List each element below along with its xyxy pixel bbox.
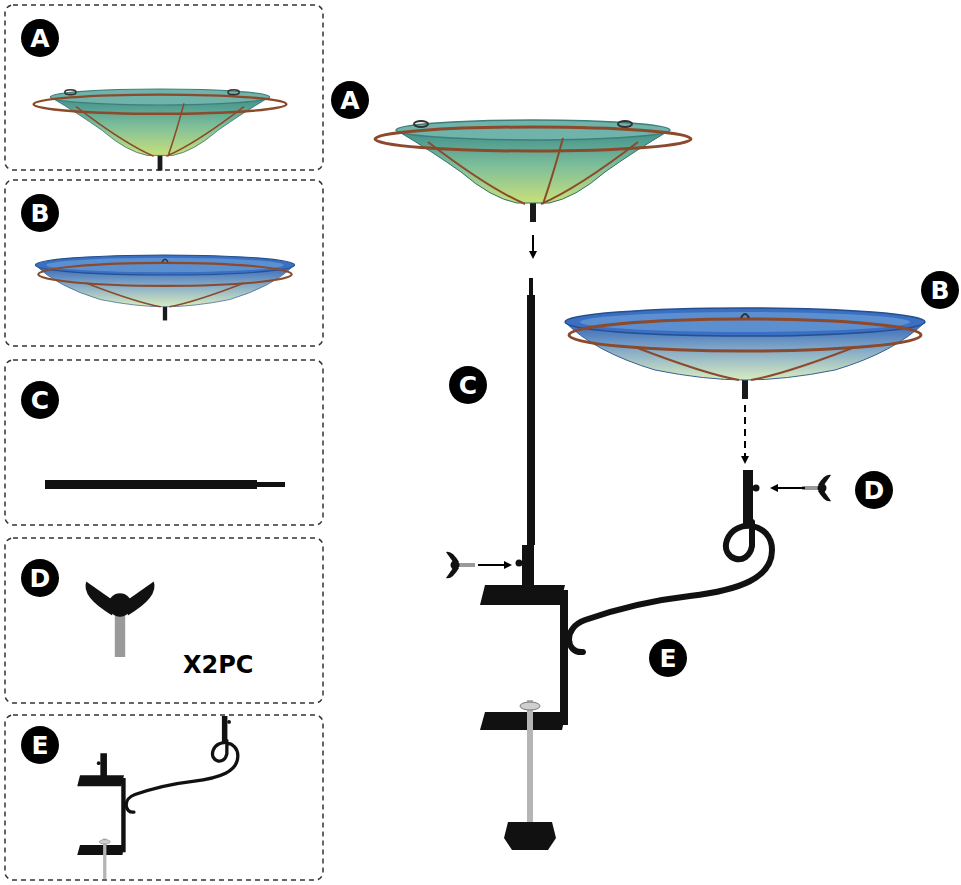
bowl-a-part <box>34 89 287 171</box>
bowl-b-assembly <box>565 308 925 399</box>
insert-arrow <box>532 235 534 257</box>
callout-circle: D <box>21 559 59 597</box>
callout-letter: E <box>31 733 48 758</box>
callout-circle: A <box>21 19 59 57</box>
insert-arrow <box>744 405 746 462</box>
callout-circle: E <box>649 639 687 677</box>
bracket-assembly <box>480 470 772 850</box>
bowl-a-assembly <box>375 120 691 222</box>
bracket-part <box>77 716 238 879</box>
callout-letter: A <box>340 88 359 113</box>
callout-letter: D <box>864 478 885 503</box>
callout-letter: B <box>930 278 949 303</box>
callout-circle: A <box>331 81 369 119</box>
callout-letter: E <box>659 646 676 671</box>
pole-assembly <box>527 278 535 545</box>
callout-circle: B <box>21 194 59 232</box>
insert-arrow <box>478 564 510 566</box>
callout-circle: C <box>21 381 59 419</box>
wing-nut-part <box>85 582 154 657</box>
callout-letter: A <box>30 26 49 51</box>
insert-arrow <box>772 487 805 489</box>
wing-nut-assembly <box>802 475 831 502</box>
quantity-label: X2PC <box>183 651 253 679</box>
bowl-b-part <box>35 255 294 321</box>
wing-nut-assembly <box>446 552 475 579</box>
callout-circle: B <box>921 271 959 309</box>
pole-part <box>45 480 285 489</box>
callout-circle: D <box>855 471 893 509</box>
callout-letter: B <box>30 201 49 226</box>
callout-letter: D <box>30 566 51 591</box>
callout-circle: E <box>21 726 59 764</box>
callout-letter: C <box>31 388 49 413</box>
part-panels <box>5 5 323 880</box>
callout-circle: C <box>449 366 487 404</box>
callout-letter: C <box>459 373 477 398</box>
